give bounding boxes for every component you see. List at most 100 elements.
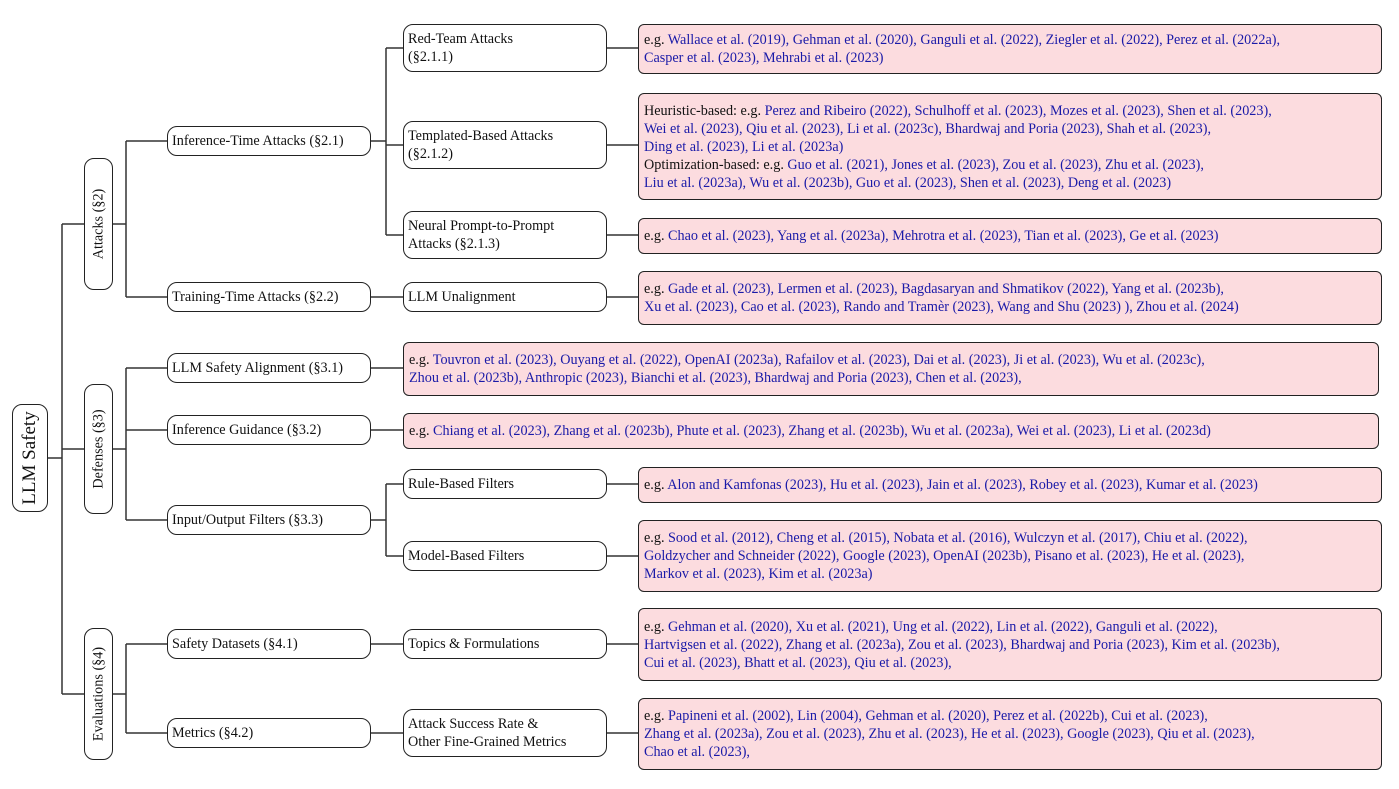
- citation-line: Heuristic-based: e.g. Perez and Ribeiro …: [644, 102, 1376, 120]
- evaluations-label: Evaluations (§4): [90, 646, 106, 742]
- templated-label-1: Templated-Based Attacks: [408, 128, 554, 144]
- templated-node: Templated-Based Attacks (§2.1.2): [403, 121, 607, 169]
- citation-list: Chiang et al. (2023), Zhang et al. (2023…: [433, 423, 1211, 439]
- model-filters-label: Model-Based Filters: [408, 548, 525, 564]
- red-team-label-2: (§2.1.1): [408, 49, 453, 65]
- citation-line: e.g. Gehman et al. (2020), Xu et al. (20…: [644, 618, 1376, 636]
- asr-citations: e.g. Papineni et al. (2002), Lin (2004),…: [638, 698, 1382, 770]
- citation-list: Guo et al. (2021), Jones et al. (2023), …: [787, 156, 1204, 173]
- citation-line: e.g. Alon and Kamfonas (2023), Hu et al.…: [644, 476, 1376, 494]
- citation-list: Zhou et al. (2023b), Anthropic (2023), B…: [409, 370, 1022, 386]
- unalignment-node: LLM Unalignment: [403, 282, 607, 312]
- citation-prefix: e.g.: [409, 423, 434, 439]
- citation-list: Papineni et al. (2002), Lin (2004), Gehm…: [668, 708, 1208, 724]
- citation-prefix: e.g.: [644, 530, 669, 546]
- citation-line: e.g. Wallace et al. (2019), Gehman et al…: [644, 31, 1376, 49]
- model-filters-citations: e.g. Sood et al. (2012), Cheng et al. (2…: [638, 520, 1382, 592]
- citation-prefix: e.g.: [644, 32, 668, 48]
- citation-list: Hartvigsen et al. (2022), Zhang et al. (…: [644, 636, 1280, 653]
- templated-label-2: (§2.1.2): [408, 146, 453, 162]
- citation-list: Sood et al. (2012), Cheng et al. (2015),…: [668, 530, 1248, 546]
- citation-list: Chao et al. (2023), Yang et al. (2023a),…: [668, 228, 1219, 244]
- rule-filters-node: Rule-Based Filters: [403, 469, 607, 499]
- red-team-label-1: Red-Team Attacks: [408, 31, 513, 47]
- safety-alignment-label: LLM Safety Alignment (§3.1): [172, 360, 344, 376]
- citation-list: Ding et al. (2023), Li et al. (2023a): [644, 138, 844, 155]
- citation-line: Hartvigsen et al. (2022), Zhang et al. (…: [644, 636, 1376, 654]
- templated-citations: Heuristic-based: e.g. Perez and Ribeiro …: [638, 93, 1382, 200]
- citation-line: Optimization-based: e.g. Guo et al. (202…: [644, 156, 1376, 174]
- citation-list: Gade et al. (2023), Lermen et al. (2023)…: [668, 281, 1224, 297]
- topics-node: Topics & Formulations: [403, 629, 607, 659]
- rule-filters-citations: e.g. Alon and Kamfonas (2023), Hu et al.…: [638, 467, 1382, 503]
- neural-p2p-citations: e.g. Chao et al. (2023), Yang et al. (20…: [638, 218, 1382, 254]
- edge-filter-leaves: [606, 483, 638, 557]
- citation-line: Xu et al. (2023), Cao et al. (2023), Ran…: [644, 298, 1376, 316]
- edge-attack-leaves: [606, 47, 638, 298]
- edge-evaluations: [113, 643, 167, 734]
- citation-prefix: e.g.: [644, 708, 669, 724]
- citation-line: Goldzycher and Schneider (2022), Google …: [644, 547, 1376, 565]
- citation-line: e.g. Chiang et al. (2023), Zhang et al. …: [409, 422, 1373, 440]
- rule-filters-label: Rule-Based Filters: [408, 476, 514, 492]
- citation-prefix: e.g.: [644, 477, 668, 493]
- metrics-node: Metrics (§4.2): [167, 718, 371, 748]
- citation-prefix: e.g.: [644, 228, 669, 244]
- citation-prefix: e.g.: [644, 618, 669, 635]
- citation-line: Chao et al. (2023),: [644, 743, 1376, 761]
- inference-attacks-node: Inference-Time Attacks (§2.1): [167, 126, 371, 156]
- defenses-node: Defenses (§3): [84, 384, 113, 514]
- neural-p2p-label-2: Attacks (§2.1.3): [408, 236, 500, 252]
- citation-prefix: Optimization-based: e.g.: [644, 156, 788, 173]
- citation-list: Zhang et al. (2023a), Zou et al. (2023),…: [644, 726, 1255, 742]
- root-label: LLM Safety: [19, 411, 40, 505]
- unalignment-citations: e.g. Gade et al. (2023), Lermen et al. (…: [638, 271, 1382, 325]
- edge-io-filters: [371, 483, 403, 557]
- citation-line: Casper et al. (2023), Mehrabi et al. (20…: [644, 49, 1376, 67]
- defenses-label: Defenses (§3): [90, 409, 106, 489]
- attacks-label: Attacks (§2): [90, 188, 106, 260]
- citation-prefix: e.g.: [644, 281, 669, 297]
- red-team-citations: e.g. Wallace et al. (2019), Gehman et al…: [638, 24, 1382, 74]
- edge-defenses: [113, 367, 167, 521]
- topics-citations: e.g. Gehman et al. (2020), Xu et al. (20…: [638, 608, 1382, 681]
- asr-label-2: Other Fine-Grained Metrics: [408, 734, 567, 750]
- citation-list: Liu et al. (2023a), Wu et al. (2023b), G…: [644, 174, 1172, 191]
- citation-line: e.g. Gade et al. (2023), Lermen et al. (…: [644, 280, 1376, 298]
- asr-label-1: Attack Success Rate &: [408, 716, 539, 732]
- unalignment-label: LLM Unalignment: [408, 289, 516, 305]
- citation-line: Wei et al. (2023), Qiu et al. (2023), Li…: [644, 120, 1376, 138]
- citation-list: Markov et al. (2023), Kim et al. (2023a): [644, 566, 873, 582]
- edge-defense-leaves: [371, 367, 403, 431]
- evaluations-node: Evaluations (§4): [84, 628, 113, 760]
- citation-list: Touvron et al. (2023), Ouyang et al. (20…: [432, 352, 1205, 368]
- training-attacks-node: Training-Time Attacks (§2.2): [167, 282, 371, 312]
- neural-p2p-label-1: Neural Prompt-to-Prompt: [408, 218, 555, 234]
- red-team-node: Red-Team Attacks (§2.1.1): [403, 24, 607, 72]
- citation-prefix: Heuristic-based: e.g.: [644, 102, 765, 119]
- citation-list: Casper et al. (2023), Mehrabi et al. (20…: [644, 50, 884, 66]
- training-attacks-label: Training-Time Attacks (§2.2): [172, 289, 339, 305]
- metrics-label: Metrics (§4.2): [172, 725, 254, 741]
- citation-list: Wallace et al. (2019), Gehman et al. (20…: [667, 32, 1281, 48]
- topics-label: Topics & Formulations: [408, 636, 540, 652]
- citation-list: Xu et al. (2023), Cao et al. (2023), Ran…: [644, 299, 1239, 315]
- citation-line: e.g. Sood et al. (2012), Cheng et al. (2…: [644, 529, 1376, 547]
- citation-line: e.g. Chao et al. (2023), Yang et al. (20…: [644, 227, 1376, 245]
- citation-line: Zhou et al. (2023b), Anthropic (2023), B…: [409, 369, 1373, 387]
- citation-list: Wei et al. (2023), Qiu et al. (2023), Li…: [644, 120, 1211, 137]
- safety-alignment-citations: e.g. Touvron et al. (2023), Ouyang et al…: [403, 342, 1379, 396]
- inference-attacks-label: Inference-Time Attacks (§2.1): [172, 133, 344, 149]
- inference-guidance-node: Inference Guidance (§3.2): [167, 415, 371, 445]
- citation-list: Perez and Ribeiro (2022), Schulhoff et a…: [764, 102, 1272, 119]
- citation-line: e.g. Touvron et al. (2023), Ouyang et al…: [409, 351, 1373, 369]
- citation-prefix: e.g.: [409, 352, 433, 368]
- citation-list: Alon and Kamfonas (2023), Hu et al. (202…: [667, 477, 1258, 493]
- citation-list: Gehman et al. (2020), Xu et al. (2021), …: [668, 618, 1218, 635]
- asr-node: Attack Success Rate & Other Fine-Grained …: [403, 709, 607, 757]
- safety-datasets-node: Safety Datasets (§4.1): [167, 629, 371, 659]
- citation-list: Cui et al. (2023), Bhatt et al. (2023), …: [644, 654, 952, 671]
